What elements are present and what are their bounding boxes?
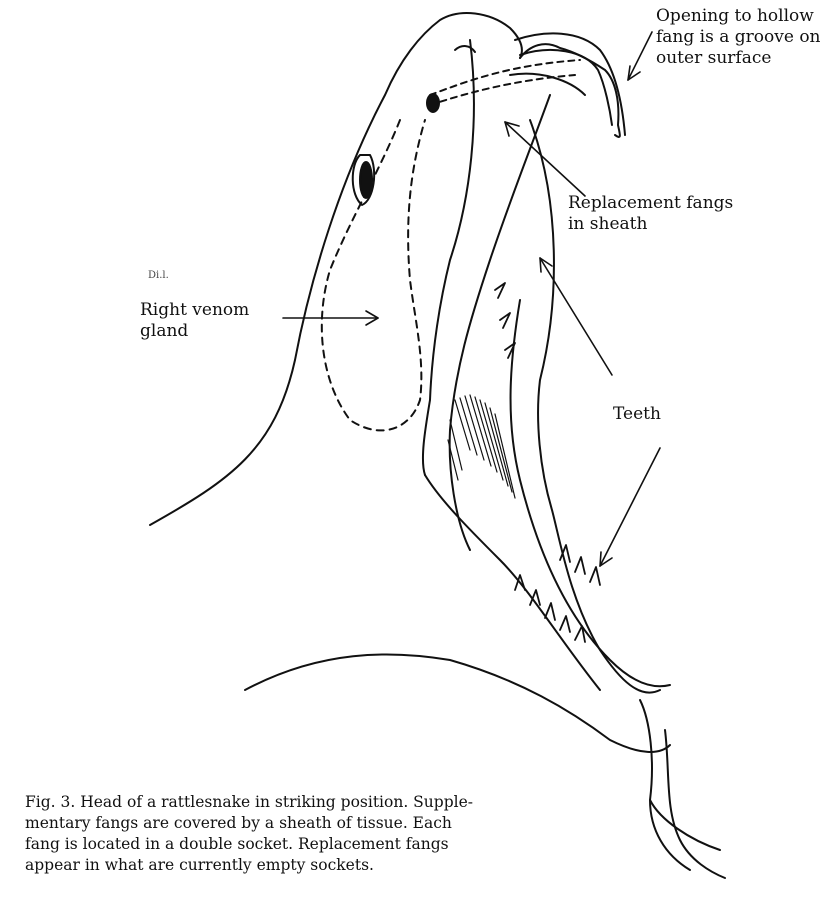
- throat-line: [245, 654, 670, 752]
- cheek-line: [425, 475, 600, 690]
- label-line: Replacement fangs: [568, 193, 733, 214]
- pointer-arrows: [283, 32, 660, 566]
- caption-line: fang is located in a double socket. Repl…: [25, 834, 495, 855]
- head-outline: [150, 13, 522, 525]
- caption-line: Fig. 3. Head of a rattlesnake in strikin…: [25, 792, 495, 813]
- label-line: gland: [140, 321, 249, 342]
- label-line: outer surface: [656, 48, 821, 69]
- label-line: Right venom: [140, 300, 249, 321]
- caption-line: appear in what are currently empty socke…: [25, 855, 495, 876]
- lower-jaw-inner: [511, 300, 670, 686]
- figure-caption: Fig. 3. Head of a rattlesnake in strikin…: [25, 792, 495, 876]
- label-line: fang is a groove on: [656, 27, 821, 48]
- label-right-venom-gland: Right venom gland: [140, 300, 249, 342]
- palate-edge: [450, 95, 550, 550]
- upper-teeth: [495, 283, 515, 358]
- tongue-fork: [650, 800, 720, 850]
- mouth-shading: [448, 395, 515, 498]
- label-line: in sheath: [568, 214, 733, 235]
- label-stray-text: Di.l.: [148, 270, 169, 282]
- label-opening-to-hollow-fang: Opening to hollow fang is a groove on ou…: [656, 6, 821, 69]
- label-replacement-fangs: Replacement fangs in sheath: [568, 193, 733, 235]
- venom-duct: [430, 60, 580, 95]
- label-line: Opening to hollow: [656, 6, 821, 27]
- fang-2: [520, 50, 612, 125]
- label-teeth: Teeth: [613, 404, 661, 425]
- caption-line: mentary fangs are covered by a sheath of…: [25, 813, 495, 834]
